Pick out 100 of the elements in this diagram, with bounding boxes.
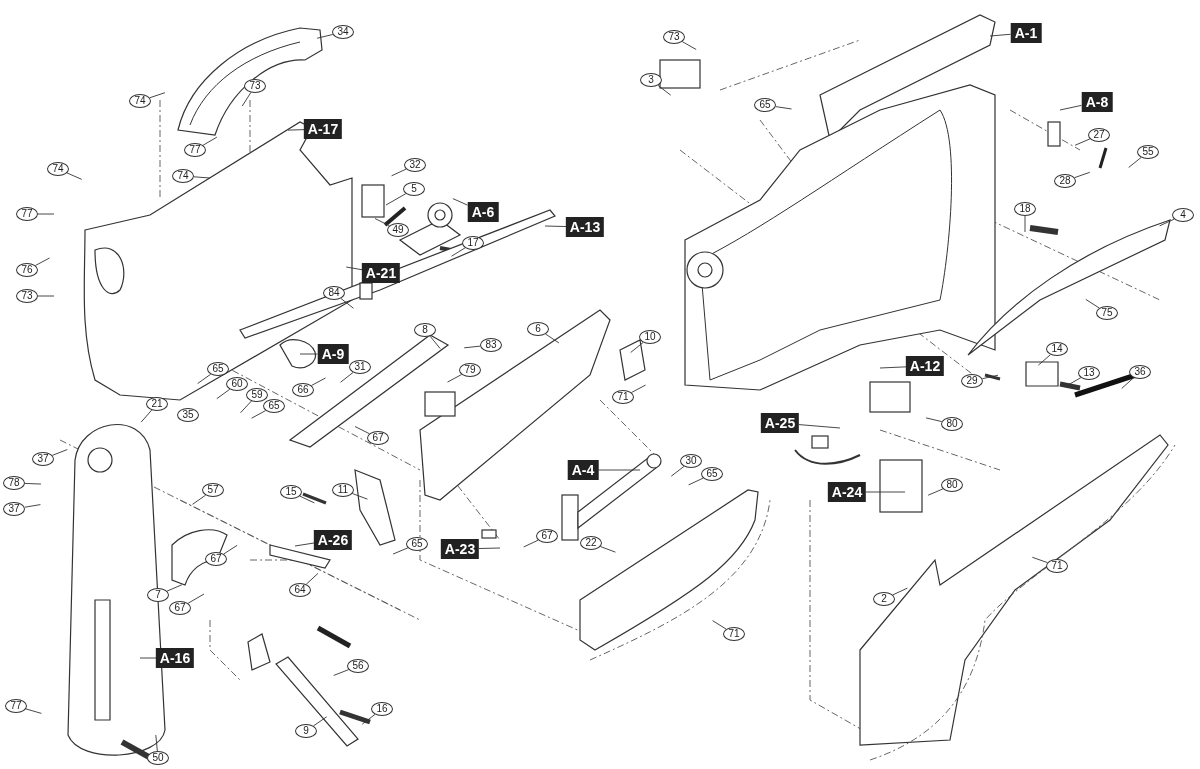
leader-line (241, 92, 252, 107)
leader-line (37, 295, 55, 297)
leader-line (305, 572, 319, 585)
callout-number: 6 (527, 322, 549, 336)
leader-line (294, 542, 315, 547)
callout-number: 73 (244, 79, 266, 93)
leader-line (798, 424, 841, 429)
leader-line (24, 504, 41, 508)
leader-line (140, 409, 153, 423)
callout-number: 49 (387, 223, 409, 237)
leader-line (1066, 377, 1082, 387)
callout-number: 50 (147, 751, 169, 765)
leader-line (223, 544, 238, 555)
leader-line (523, 539, 539, 548)
leader-line (345, 266, 363, 271)
leader-line (251, 410, 267, 419)
leader-line (139, 657, 157, 659)
leader-line (429, 335, 441, 350)
leader-line (1031, 556, 1048, 564)
leader-line (688, 477, 704, 486)
callout-number: 57 (202, 483, 224, 497)
leader-line (981, 374, 999, 380)
leader-line (865, 491, 906, 493)
callout-number: 29 (961, 374, 983, 388)
assembly-label: A-13 (565, 217, 605, 237)
callout-number: 75 (1096, 306, 1118, 320)
leader-line (333, 669, 350, 676)
leader-line (354, 426, 370, 435)
callout-number: 37 (3, 502, 25, 516)
callout-number: 36 (1129, 365, 1151, 379)
leader-line (193, 176, 211, 179)
leader-line (166, 584, 183, 592)
callout-number: 77 (16, 207, 38, 221)
callout-number: 71 (723, 627, 745, 641)
callout-number: 78 (3, 476, 25, 490)
callout-number: 66 (292, 383, 314, 397)
leader-line (478, 547, 501, 549)
leader-line (240, 400, 252, 414)
callout-number: 13 (1078, 366, 1100, 380)
callout-number: 55 (1137, 145, 1159, 159)
callout-number: 16 (371, 702, 393, 716)
callout-number: 28 (1054, 174, 1076, 188)
leader-line (340, 298, 354, 309)
callout-number: 76 (16, 263, 38, 277)
callout-number: 35 (177, 408, 199, 422)
callout-number: 80 (941, 478, 963, 492)
leader-line (361, 713, 376, 725)
callout-number: 8 (414, 323, 436, 337)
leader-line (1037, 354, 1051, 366)
leader-line (598, 469, 641, 471)
callout-number: 21 (146, 397, 168, 411)
callout-number: 15 (280, 485, 302, 499)
leader-line (37, 213, 55, 215)
callout-number: 67 (169, 601, 191, 615)
leader-line (545, 333, 560, 344)
leader-line (149, 92, 166, 99)
leader-line (385, 193, 407, 206)
leader-line (1074, 138, 1091, 146)
callout-number: 4 (1172, 208, 1194, 222)
assembly-label: A-17 (303, 119, 343, 139)
assembly-label: A-8 (1081, 92, 1113, 112)
assembly-label: A-12 (905, 356, 945, 376)
assembly-label: A-1 (1010, 23, 1042, 43)
callout-number: 64 (289, 583, 311, 597)
callout-number: 2 (873, 592, 895, 606)
callout-number: 73 (16, 289, 38, 303)
callout-number: 18 (1014, 202, 1036, 216)
callout-number: 7 (147, 588, 169, 602)
leader-line (391, 168, 407, 177)
callout-number: 34 (332, 25, 354, 39)
leader-line (631, 384, 647, 393)
callout-number: 65 (701, 467, 723, 481)
leader-line (313, 716, 328, 727)
callout-number: 32 (404, 158, 426, 172)
leader-line (600, 546, 616, 553)
leader-line (657, 84, 672, 96)
callout-number: 11 (332, 483, 354, 497)
callout-number: 74 (47, 162, 69, 176)
assembly-label: A-6 (467, 202, 499, 222)
callout-number: 27 (1088, 128, 1110, 142)
leader-line (1074, 171, 1091, 179)
leader-line (51, 449, 68, 456)
leader-line (1024, 215, 1026, 233)
callout-number: 67 (205, 552, 227, 566)
leader-line (451, 247, 466, 257)
leader-line (155, 734, 158, 752)
leader-line (927, 488, 944, 496)
callout-number: 74 (129, 94, 151, 108)
callout-number: 71 (612, 390, 634, 404)
leader-line (681, 41, 697, 50)
leader-line (192, 494, 207, 505)
callout-number: 5 (403, 182, 425, 196)
leader-line (452, 198, 468, 206)
assembly-label: A-24 (827, 482, 867, 502)
callout-number: 56 (347, 659, 369, 673)
callout-number: 30 (680, 454, 702, 468)
leader-line (24, 482, 42, 485)
leader-line (879, 366, 907, 369)
leader-line (392, 547, 409, 555)
leader-line (892, 587, 908, 596)
